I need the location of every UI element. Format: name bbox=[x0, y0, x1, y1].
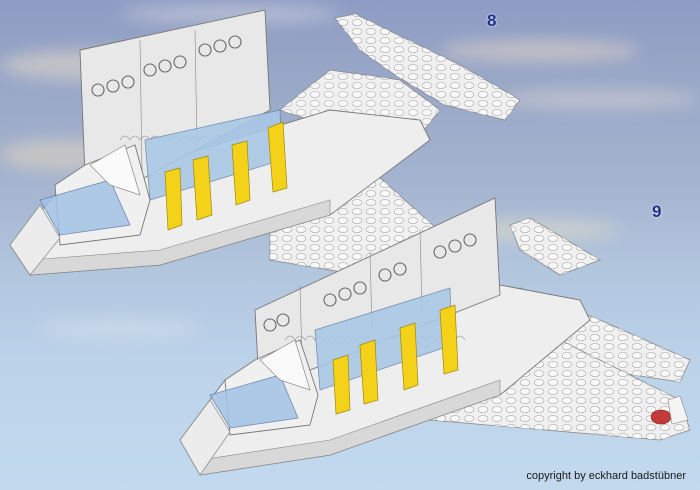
step-number-8: 8 bbox=[487, 11, 497, 30]
model-step-9 bbox=[179, 197, 691, 476]
cloud bbox=[40, 320, 200, 338]
tail-light bbox=[650, 409, 672, 425]
cloud bbox=[120, 5, 340, 23]
cloud bbox=[440, 40, 640, 62]
copyright-text: copyright by eckhard badstübner bbox=[526, 470, 686, 482]
step-number-9: 9 bbox=[652, 202, 662, 221]
cloud bbox=[500, 90, 700, 108]
